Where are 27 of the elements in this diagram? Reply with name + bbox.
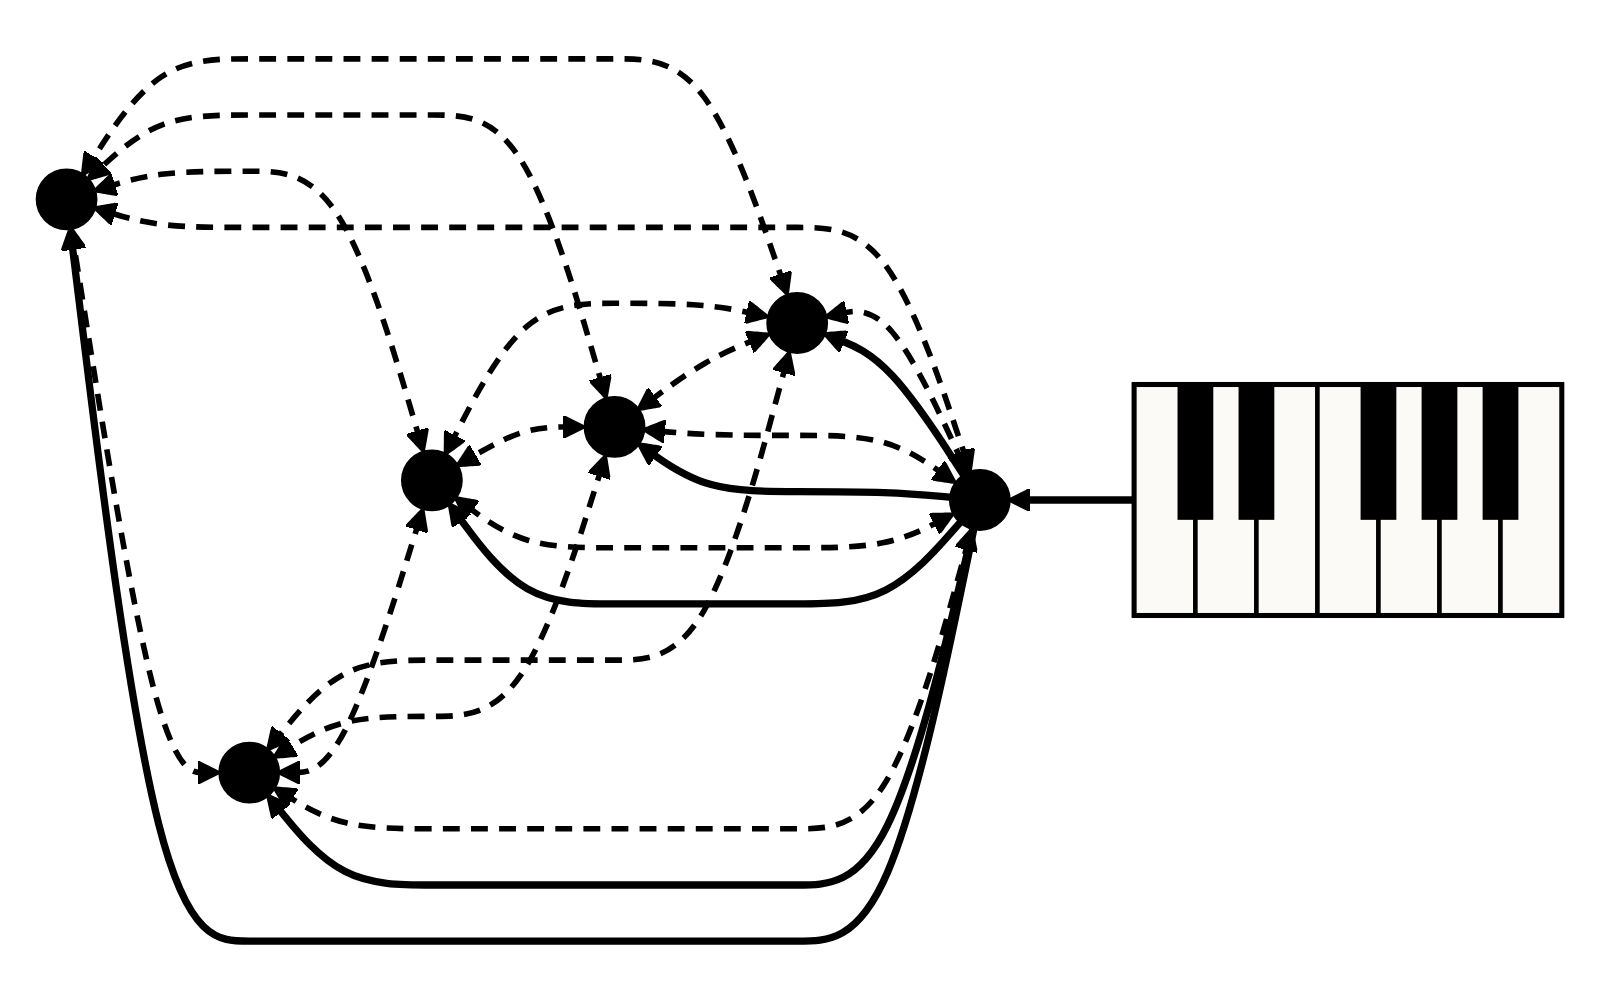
dashed-double-headed-arrow	[265, 350, 796, 752]
dashed-double-headed-arrow	[272, 527, 978, 832]
arrow	[822, 330, 968, 479]
dashed-double-headed-arrow	[276, 507, 429, 785]
dashed-double-headed-arrow	[86, 112, 612, 400]
arrow	[60, 226, 978, 945]
dashed-double-headed-arrow	[823, 300, 970, 475]
node-dot	[35, 168, 98, 231]
dashed-double-headed-arrow	[62, 225, 222, 785]
node-dot	[218, 741, 281, 804]
dashed-double-headed-arrow	[641, 419, 958, 485]
dashed-double-headed-arrow	[636, 330, 772, 412]
arrow	[1006, 487, 1135, 513]
dashed-double-headed-arrow	[455, 414, 587, 468]
dashed-double-headed-arrow	[443, 299, 770, 457]
node-dot	[583, 396, 646, 458]
dashed-double-headed-arrow	[80, 56, 793, 297]
dashed-double-headed-arrow	[92, 202, 976, 474]
dashed-double-headed-arrow	[453, 495, 956, 551]
piano-keyboard-picture	[1131, 382, 1565, 618]
node-dot	[400, 449, 463, 512]
dashed-double-headed-arrow	[272, 453, 611, 759]
node-dot	[948, 469, 1011, 531]
node-dot	[766, 292, 829, 354]
arrow	[447, 501, 965, 608]
arrow	[636, 442, 953, 502]
dashed-double-headed-arrow	[92, 168, 430, 454]
